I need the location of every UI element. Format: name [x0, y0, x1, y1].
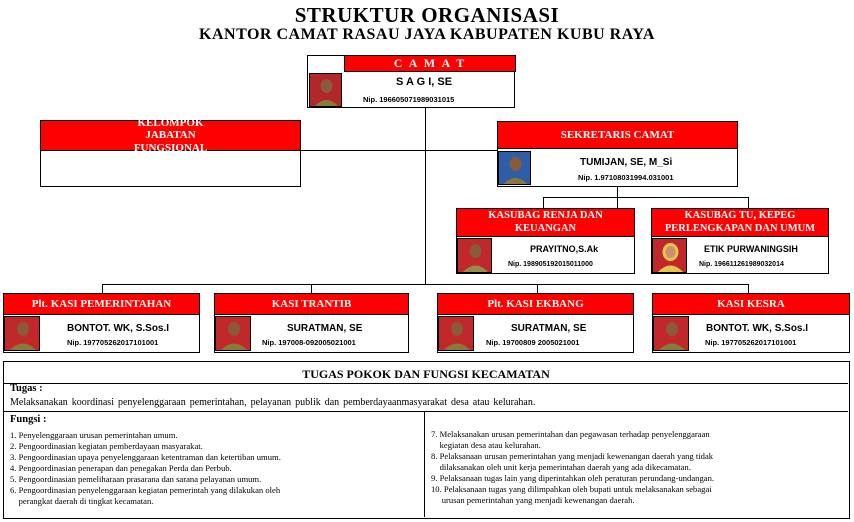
kasubag-renja-nip: Nip. 198905192015011000	[508, 261, 593, 268]
connector-fungsional-branch	[300, 150, 497, 151]
fungsi-item: 4. Pengoordinasian penerapan dan penegak…	[10, 463, 420, 474]
kasubag-renja-name: PRAYITNO,S.Ak	[530, 244, 598, 254]
kasi-pemerintahan-title: Plt. KASI PEMERINTAHAN	[3, 293, 200, 315]
fungsi-item: urusan pemerintahan yang menjadi kewenan…	[431, 495, 846, 506]
sekretaris-name: TUMIJAN, SE, M_Si	[580, 157, 672, 168]
kasubag-renja-box: KASUBAG RENJA DAN KEUANGAN PRAYITNO,S.Ak…	[456, 208, 635, 274]
fungsi-item: 9. Pelaksanaan tugas lain yang diperinta…	[431, 473, 846, 484]
kasi-trantib-box: KASI TRANTIB SURATMAN, SE Nip. 197008-09…	[214, 293, 409, 353]
sekretaris-nip: Nip. 1.97108031994.031001	[578, 173, 674, 182]
camat-title: C A M A T	[344, 55, 516, 72]
tugas-text: Melaksanakan koordinasi penyelenggaraan …	[10, 397, 535, 408]
connector-ekbang-down	[537, 284, 538, 293]
kasubag-tu-nip: Nip. 196611261989032014	[699, 261, 784, 268]
fungsi-item: 8. Pelaksanaan urusan pemerintahan yang …	[431, 451, 846, 462]
fungsi-item: 1. Penyelenggaraan urusan pemerintahan u…	[10, 430, 420, 441]
kasi-pemerintahan-nip: Nip. 197705262017101001	[67, 338, 158, 347]
connector-trantib-down	[311, 284, 312, 293]
kasi-kesra-nip: Nip. 197705262017101001	[705, 338, 796, 347]
kasi-ekbang-name: SURATMAN, SE	[511, 323, 586, 334]
connector-main-vertical	[425, 107, 426, 284]
camat-box: C A M A T S A G I, SE Nip. 1966050719890…	[307, 55, 515, 108]
tupoksi-heading: TUGAS POKOK DAN FUNGSI KECAMATAN	[4, 367, 848, 382]
kasubag-renja-photo	[457, 238, 492, 273]
page-subtitle: KANTOR CAMAT RASAU JAYA KABUPATEN KUBU R…	[0, 26, 854, 44]
kasi-trantib-nip: Nip. 197008-092005021001	[262, 338, 356, 347]
camat-name: S A G I, SE	[396, 76, 452, 88]
fungsi-right-list: 7. Melaksanakan urusan pemerintahan dan …	[431, 429, 846, 506]
sekretaris-photo	[498, 151, 531, 185]
tupoksi-panel: TUGAS POKOK DAN FUNGSI KECAMATAN Tugas :…	[3, 361, 850, 519]
connector-kesra-down	[748, 284, 749, 293]
kasubag-tu-photo	[652, 238, 687, 273]
kasi-ekbang-photo	[438, 316, 474, 351]
connector-kasi-horizontal	[102, 284, 749, 285]
kasi-kesra-title: KASI KESRA	[652, 293, 850, 315]
fungsi-item: 2. Pengoordinasian kegiatan pemberdayaan…	[10, 441, 420, 452]
tugas-label: Tugas :	[10, 383, 43, 394]
fungsi-item: 3. Pengoordinasian upaya penyelenggaraan…	[10, 452, 420, 463]
fungsi-left-list: 1. Penyelenggaraan urusan pemerintahan u…	[10, 430, 420, 507]
sekretaris-box: SEKRETARIS CAMAT TUMIJAN, SE, M_Si Nip. …	[497, 121, 738, 187]
kasubag-tu-name: ETIK PURWANINGSIH	[704, 244, 798, 254]
fungsi-item: 10. Pelaksanaan tugas yang dilimpahkan o…	[431, 484, 846, 495]
kasubag-renja-title: KASUBAG RENJA DAN KEUANGAN	[456, 208, 635, 237]
kasi-ekbang-nip: Nip. 19700809 2005021001	[486, 338, 579, 347]
fungsi-item: kegiatan desa atau kelurahan.	[431, 440, 846, 451]
camat-photo	[309, 73, 342, 107]
kasi-trantib-photo	[215, 316, 251, 351]
camat-nip: Nip. 196605071989031015	[363, 95, 454, 104]
fungsi-item: 7. Melaksanakan urusan pemerintahan dan …	[431, 429, 846, 440]
tupoksi-heading-divider	[4, 383, 848, 384]
fungsi-column-divider	[424, 411, 425, 517]
kasi-ekbang-title: Plt. KASI EKBANG	[437, 293, 634, 315]
kasi-kesra-photo	[653, 316, 689, 351]
tugas-divider	[4, 411, 848, 412]
kelompok-jabatan-box: KELOMPOK JABATAN FUNGSIONAL	[40, 120, 301, 187]
kasi-pemerintahan-box: Plt. KASI PEMERINTAHAN BONTOT. WK, S.Sos…	[3, 293, 200, 353]
kasi-kesra-box: KASI KESRA BONTOT. WK, S.Sos.I Nip. 1977…	[652, 293, 850, 353]
kasi-pemerintahan-name: BONTOT. WK, S.Sos.I	[67, 323, 169, 334]
fungsi-item: perangkat daerah di tingkat kecamatan.	[10, 496, 420, 507]
kelompok-jabatan-title: KELOMPOK JABATAN FUNGSIONAL	[40, 120, 301, 151]
fungsi-item: 6. Pengoordinasian penyelenggaraan kegia…	[10, 485, 420, 496]
kasi-pemerintahan-photo	[4, 316, 40, 351]
fungsi-item: dilaksanakan oleh unit kerja pemerintaha…	[431, 462, 846, 473]
kasi-trantib-name: SURATMAN, SE	[287, 323, 362, 334]
kasi-trantib-title: KASI TRANTIB	[214, 293, 409, 315]
connector-kasubag-horizontal	[543, 197, 748, 198]
kasubag-tu-title: KASUBAG TU, KEPEG PERLENGKAPAN DAN UMUM	[651, 208, 829, 237]
kasubag-tu-box: KASUBAG TU, KEPEG PERLENGKAPAN DAN UMUM …	[651, 208, 829, 274]
page-title: STRUKTUR ORGANISASI	[0, 3, 854, 28]
kasi-kesra-name: BONTOT. WK, S.Sos.I	[706, 323, 808, 334]
fungsi-label: Fungsi :	[10, 414, 46, 425]
connector-renja-down	[543, 197, 544, 208]
sekretaris-title: SEKRETARIS CAMAT	[497, 121, 738, 149]
kasi-ekbang-box: Plt. KASI EKBANG SURATMAN, SE Nip. 19700…	[437, 293, 634, 353]
connector-pemerintahan-down	[102, 284, 103, 293]
connector-tu-down	[748, 197, 749, 208]
fungsi-item: 5. Pengoordinasian pemeliharaan prasaran…	[10, 474, 420, 485]
